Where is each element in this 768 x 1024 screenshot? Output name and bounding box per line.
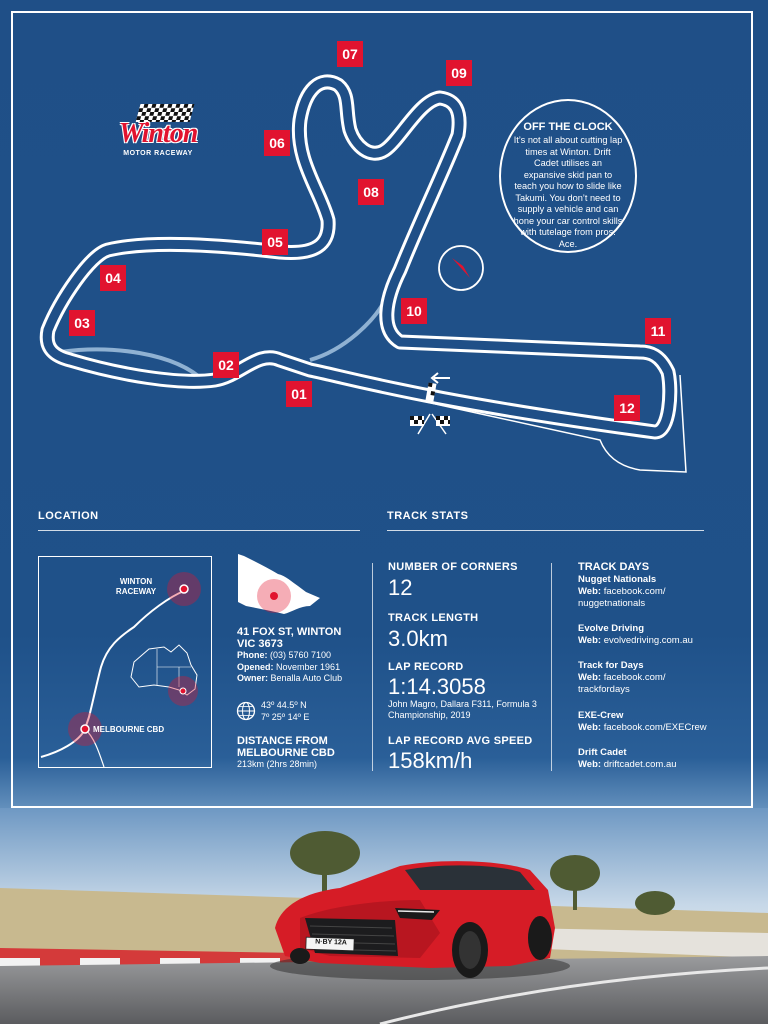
location-rule: [38, 530, 360, 531]
distance-value: 213km (2hrs 28min): [237, 759, 318, 769]
distance-block: DISTANCE FROM MELBOURNE CBD 213km (2hrs …: [237, 735, 335, 771]
distance-title-1: DISTANCE FROM: [237, 735, 328, 747]
access-road: [59, 347, 207, 384]
track-day-web[interactable]: Web: facebook.com/ trackfordays: [578, 672, 666, 695]
corner-tag-08: 08: [358, 179, 384, 205]
access-road-2: [309, 299, 387, 362]
off-the-clock-title: OFF THE CLOCK: [523, 121, 613, 133]
track-stats-rule: [387, 530, 704, 531]
corner-tag-04: 04: [100, 265, 126, 291]
track-day-web[interactable]: Web: facebook.com/EXECrew: [578, 722, 707, 733]
corner-tag-09: 09: [446, 60, 472, 86]
track-day-name: Track for Days: [578, 660, 644, 671]
route-map: WINTON RACEWAY MELBOURNE CBD: [38, 556, 212, 768]
corner-tag-07: 07: [337, 41, 363, 67]
owner-value: Benalla Auto Club: [270, 673, 343, 683]
track-inner: [42, 77, 675, 437]
coordinates: 43º 44.5º N 7º 25º 14º E: [261, 700, 309, 723]
address-block: 41 FOX ST, WINTON VIC 3673 Phone: (03) 5…: [237, 626, 343, 685]
australia-map-icon: [130, 644, 198, 706]
location-heading: LOCATION: [38, 510, 99, 522]
track-day-web[interactable]: Web: facebook.com/ nuggetnationals: [578, 586, 666, 609]
audi-car: [270, 861, 570, 980]
address-line-2: VIC 3673: [237, 637, 283, 650]
lap-record-label: LAP RECORD: [388, 661, 464, 673]
number-plate: N·BY 12A: [314, 938, 348, 947]
track-day-web[interactable]: Web: evolvedriving.com.au: [578, 635, 693, 646]
corner-tag-01: 01: [286, 381, 312, 407]
off-the-clock-callout: OFF THE CLOCK It’s not all about cutting…: [499, 99, 637, 253]
track-day-web[interactable]: Web: driftcadet.com.au: [578, 759, 677, 770]
victoria-map-icon: [238, 554, 320, 614]
avg-speed-label: LAP RECORD AVG SPEED: [388, 735, 533, 747]
stats-divider-left: [372, 563, 373, 771]
owner-label: Owner:: [237, 673, 269, 683]
corner-tag-05: 05: [262, 229, 288, 255]
address-line-1: 41 FOX ST, WINTON: [237, 626, 342, 638]
phone-value: (03) 5760 7100: [270, 650, 332, 660]
opened-value: November 1961: [276, 661, 341, 672]
winton-logo: Winton MOTOR RACEWAY: [104, 104, 214, 164]
compass-icon: [438, 245, 484, 291]
avg-speed-value: 158km/h: [388, 748, 473, 773]
track-day-name: EXE-Crew: [578, 710, 624, 721]
corner-tag-06: 06: [264, 130, 290, 156]
winton-pin-icon: [179, 584, 189, 594]
off-the-clock-body: It’s not all about cutting lap times at …: [513, 135, 623, 249]
lap-record-value: 1:14.3058: [388, 674, 486, 699]
track-stats-heading: TRACK STATS: [387, 510, 469, 522]
track-day-name: Nugget Nationals: [578, 574, 657, 585]
latitude: 43º 44.5º N: [261, 700, 307, 710]
corner-tag-03: 03: [69, 310, 95, 336]
track-day-name: Evolve Driving: [578, 623, 644, 634]
opened-label: Opened:: [237, 661, 274, 672]
pit-road: [299, 371, 687, 473]
length-label: TRACK LENGTH: [388, 612, 479, 624]
logo-subtitle: MOTOR RACEWAY: [123, 150, 193, 157]
corners-value: 12: [388, 575, 413, 600]
globe-icon: [236, 701, 256, 721]
direction-arrow-icon: [430, 372, 450, 384]
circuit: [39, 74, 678, 440]
phone-label: Phone:: [237, 650, 268, 660]
raceway-map-label: WINTON RACEWAY: [115, 577, 157, 596]
distance-title-2: MELBOURNE CBD: [237, 746, 335, 759]
lap-record-note: John Magro, Dallara F311, Formula 3 Cham…: [388, 699, 537, 720]
corner-tag-11: 11: [645, 318, 671, 344]
route-map-drawing: [40, 572, 201, 767]
corner-tag-12: 12: [614, 395, 640, 421]
car-photo-drawing: [0, 808, 768, 1024]
chequered-flags-icon: [410, 413, 450, 435]
route-line: [40, 590, 185, 758]
corners-label: NUMBER OF CORNERS: [388, 561, 518, 573]
logo-wordmark: Winton: [118, 118, 199, 149]
track-days-heading: TRACK DAYS: [578, 561, 650, 573]
corner-tag-10: 10: [401, 298, 427, 324]
track-day-name: Drift Cadet: [578, 747, 627, 758]
longitude: 7º 25º 14º E: [261, 711, 310, 722]
length-value: 3.0km: [388, 626, 448, 651]
track-map: [39, 74, 687, 473]
melbourne-map-label: MELBOURNE CBD: [93, 725, 165, 734]
melbourne-pin-icon: [80, 724, 90, 734]
stats-divider-right: [551, 563, 552, 771]
corner-tag-02: 02: [213, 352, 239, 378]
poster-frame: [11, 11, 753, 808]
car-photo: N·BY 12A: [0, 808, 768, 1024]
